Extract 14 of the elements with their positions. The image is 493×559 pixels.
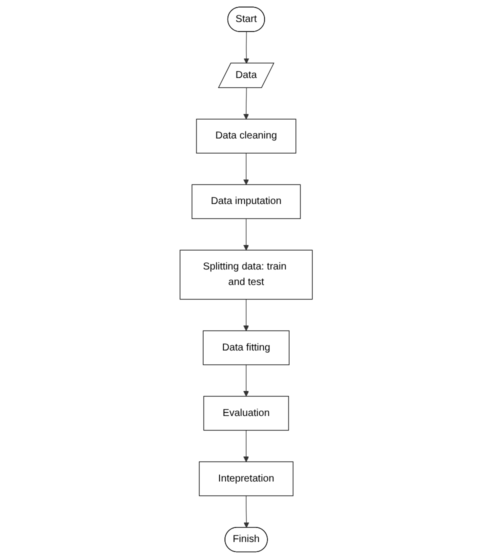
arrow: [244, 152, 250, 185]
node-box: Evaluation: [204, 396, 290, 431]
node-box: Data cleaning: [196, 118, 297, 154]
node-box: Data fitting: [203, 330, 290, 366]
node-box: Data imputation: [192, 184, 301, 220]
node-box: Intepretation: [199, 462, 294, 496]
node-box: Splitting data: train and test: [180, 250, 313, 300]
arrow: [244, 299, 250, 332]
arrow: [244, 88, 250, 120]
arrow: [244, 364, 250, 397]
arrow: [244, 430, 250, 462]
arrow: [244, 32, 250, 64]
arrow: [244, 218, 250, 250]
arrow: [244, 496, 250, 528]
